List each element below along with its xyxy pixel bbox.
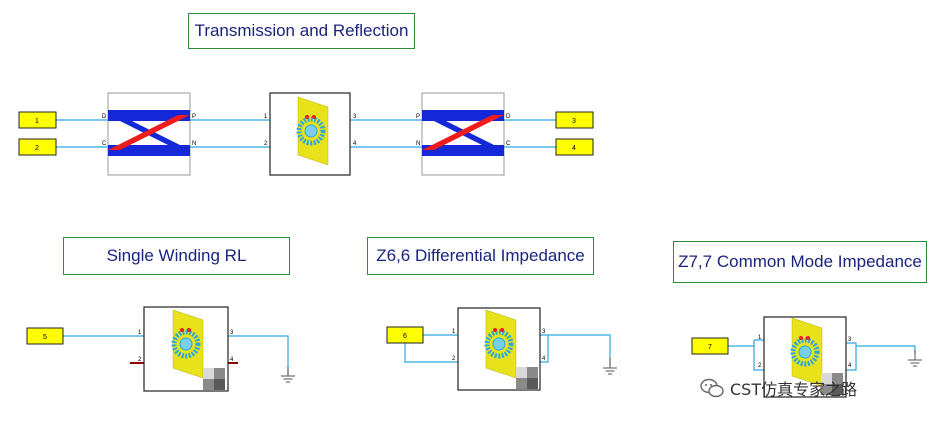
pin-label-1-top: 1 <box>264 114 268 120</box>
svg-text:5: 5 <box>43 334 47 341</box>
port-6[interactable]: 6 <box>386 326 424 344</box>
differential-wires <box>404 334 611 366</box>
port-4[interactable]: 4 <box>555 138 594 156</box>
svg-text:3: 3 <box>572 118 576 125</box>
ground-icon <box>907 349 923 367</box>
cmc-block-common-mode[interactable] <box>763 317 847 398</box>
title-single-winding: Single Winding RL <box>63 237 290 275</box>
pin-label-2-top: 2 <box>264 141 268 147</box>
single-winding-wires <box>63 335 289 375</box>
wechat-icon <box>700 378 724 398</box>
pin-label-d-left: D <box>102 114 107 120</box>
pin-label-3-cm: 3 <box>848 337 852 343</box>
pin-label-4-cm: 4 <box>848 363 852 369</box>
watermark: CST仿真专家之路 <box>700 376 857 400</box>
pin-label-1-cm: 1 <box>758 335 762 341</box>
pin-label-3-top: 3 <box>353 114 357 120</box>
svg-text:7: 7 <box>708 344 712 351</box>
port-7[interactable]: 7 <box>691 337 729 355</box>
top-wires <box>56 119 556 148</box>
svg-text:2: 2 <box>35 145 39 152</box>
port-1[interactable]: 1 <box>18 111 57 129</box>
port-2[interactable]: 2 <box>18 138 57 156</box>
pin-label-2-sw: 2 <box>138 357 142 363</box>
pin-label-2-cm: 2 <box>758 363 762 369</box>
pin-label-n-right: N <box>416 141 420 147</box>
mode-converter-left[interactable] <box>107 92 191 176</box>
pin-label-3-diff: 3 <box>542 329 546 335</box>
pin-label-d-right: D <box>506 114 511 120</box>
pin-label-4-top: 4 <box>353 141 357 147</box>
pin-label-c-right: C <box>506 141 511 147</box>
ground-icon <box>280 365 296 383</box>
pin-label-1-diff: 1 <box>452 329 456 335</box>
pin-label-p-left: P <box>192 114 196 120</box>
pin-label-p-right: P <box>416 114 420 120</box>
svg-text:4: 4 <box>572 145 576 152</box>
pin-label-n-left: N <box>192 141 196 147</box>
pin-label-4-sw: 4 <box>230 357 234 363</box>
ground-icon <box>602 357 618 375</box>
port-3[interactable]: 3 <box>555 111 594 129</box>
cmc-block-differential[interactable] <box>457 307 541 391</box>
watermark-text: CST仿真专家之路 <box>730 380 858 399</box>
pin-label-c-left: C <box>102 141 107 147</box>
pin-label-3-sw: 3 <box>230 330 234 336</box>
cmc-block-single-winding[interactable] <box>143 306 229 392</box>
pin-label-4-diff: 4 <box>542 356 546 362</box>
pin-label-2-diff: 2 <box>452 356 456 362</box>
title-transmission-reflection: Transmission and Reflection <box>188 13 415 49</box>
port-5[interactable]: 5 <box>26 327 64 345</box>
cmc-block-top[interactable] <box>269 92 351 176</box>
mode-converter-right[interactable] <box>421 92 505 176</box>
svg-text:1: 1 <box>35 118 39 125</box>
svg-text:6: 6 <box>403 333 407 340</box>
pin-label-1-sw: 1 <box>138 330 142 336</box>
title-differential-impedance: Z6,6 Differential Impedance <box>367 237 594 275</box>
title-common-mode-impedance: Z7,7 Common Mode Impedance <box>673 241 927 283</box>
